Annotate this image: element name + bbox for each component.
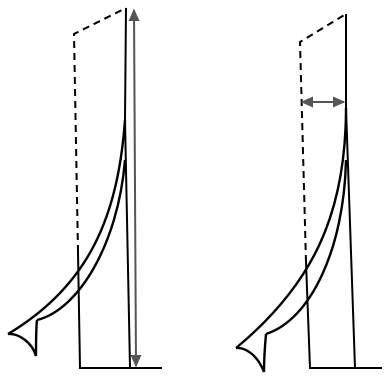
- left-fixed-edge: [123, 7, 131, 369]
- right-panel: [235, 13, 382, 373]
- left-curled-sheet-outer: [7, 119, 127, 336]
- right-fixed-edge: [345, 14, 356, 369]
- left-panel: [7, 7, 162, 369]
- right-curled-sheet-outer: [235, 107, 348, 349]
- left-vertical-arrow: [128, 8, 142, 368]
- right-baseline: [305, 261, 382, 369]
- left-baseline: [77, 251, 162, 369]
- left-curled-tip: [7, 319, 39, 357]
- left-curled-sheet-inner: [36, 159, 127, 322]
- right-curled-sheet-inner: [265, 159, 348, 336]
- left-original-outline: [72, 7, 127, 253]
- right-original-outline: [298, 13, 347, 263]
- right-curled-tip: [235, 333, 268, 373]
